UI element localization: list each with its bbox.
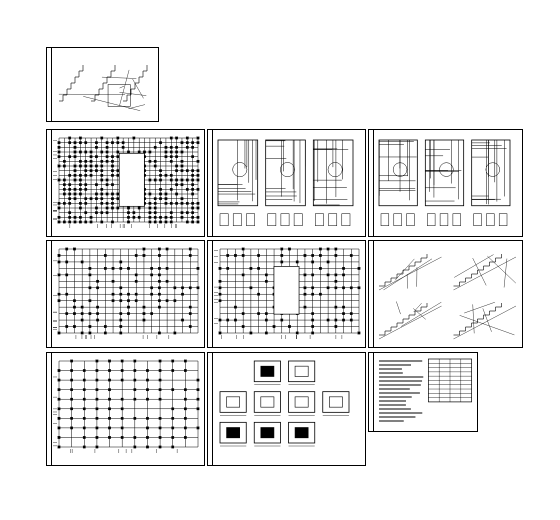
sheet-general-notes: [368, 352, 478, 432]
title-block-strip: [369, 130, 374, 236]
sheet-floor-plans-2: [368, 129, 523, 237]
title-block-strip: [47, 130, 52, 236]
sheet-drawing: [214, 247, 361, 339]
sheet-drawing: [217, 139, 354, 226]
title-block-strip: [208, 353, 213, 465]
title-block-strip: [208, 130, 213, 236]
sheet-structural-grid-plan-2: [46, 240, 205, 348]
sheet-drawing: [378, 254, 517, 340]
sheet-drawing: [58, 65, 148, 111]
sheet-stair-sections: [368, 240, 523, 348]
title-block-strip: [47, 353, 52, 465]
sheet-drawing: [53, 359, 200, 453]
title-block-strip: [369, 241, 374, 347]
sheet-drawing: [53, 136, 200, 228]
sheet-drawing: [53, 247, 200, 339]
sheet-structural-grid-plan-1: [46, 129, 205, 237]
sheet-foundation-plan: [46, 352, 205, 466]
sheet-floor-plans-1: [207, 129, 366, 237]
sheet-foundation-details: [207, 352, 366, 466]
title-block-strip: [208, 241, 213, 347]
sheet-stair-details: [46, 47, 159, 122]
title-block-strip: [369, 353, 374, 431]
sheet-structural-grid-plan-3: [207, 240, 366, 348]
sheet-drawing: [379, 358, 472, 422]
title-block-strip: [47, 241, 52, 347]
title-block-strip: [47, 48, 52, 121]
sheet-drawing: [219, 360, 350, 447]
sheet-drawing: [378, 139, 511, 226]
